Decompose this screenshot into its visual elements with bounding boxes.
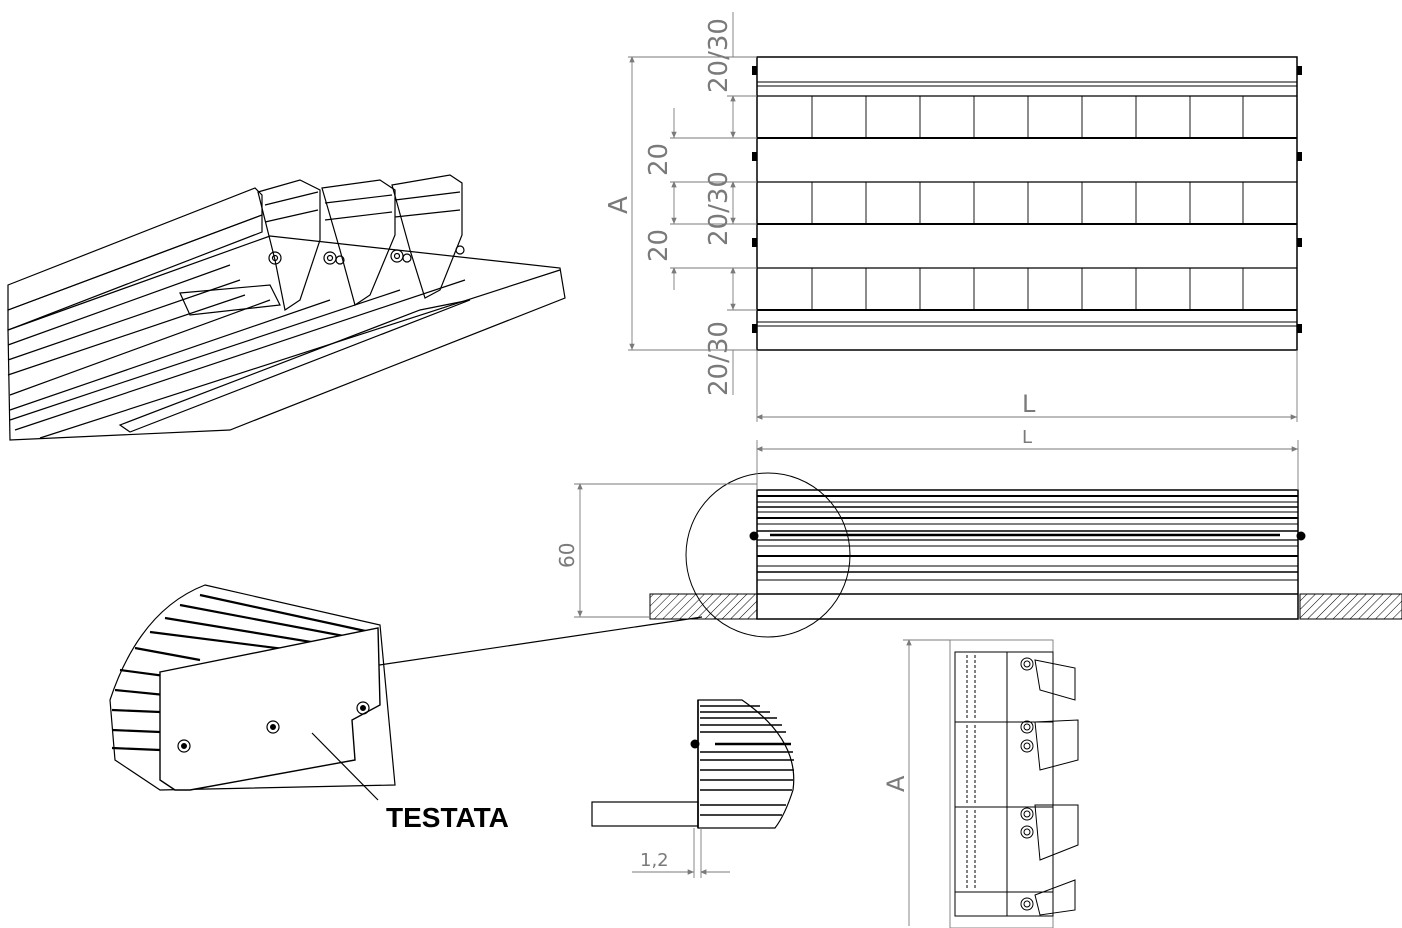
detail-dimension — [632, 828, 730, 878]
section-profile-3 — [954, 804, 1079, 893]
dim-thickness: 1,2 — [640, 850, 669, 871]
section-profile-4 — [954, 879, 1076, 917]
side-view — [311, 472, 1402, 676]
dim-bottom-pitch: 20/30 — [704, 321, 734, 396]
testata-detail — [109, 584, 396, 801]
section-profiles — [954, 651, 1079, 917]
side-dimensions — [574, 440, 1299, 618]
isometric-view — [7, 174, 566, 441]
front-dimensions — [628, 12, 1298, 422]
dim-section-height: A — [882, 775, 910, 792]
dim-mid-pitch: 20/30 — [704, 171, 734, 246]
dim-side-depth: 60 — [555, 543, 579, 568]
iso-profile-3 — [390, 174, 465, 299]
callout-testata: TESTATA — [386, 802, 509, 833]
section-profile-2 — [954, 719, 1079, 808]
side-screws — [752, 66, 1302, 333]
section-view — [949, 639, 1079, 928]
section-profile-1 — [954, 651, 1076, 723]
grid-row-1 — [811, 96, 1244, 138]
enlarged-detail — [591, 699, 795, 829]
grid-row-3 — [811, 268, 1244, 310]
section-dimension — [903, 639, 950, 926]
front-view — [752, 56, 1302, 351]
iso-profile-1 — [257, 179, 321, 311]
dim-side-length: L — [1022, 427, 1032, 448]
dim-front-length: L — [1022, 390, 1036, 418]
iso-profile-2 — [321, 179, 396, 306]
grid-row-2 — [811, 182, 1244, 224]
dim-slat-1: 20 — [644, 143, 674, 176]
detail-circle — [685, 472, 851, 638]
dim-front-height: A — [604, 196, 634, 214]
dim-slat-2: 20 — [644, 229, 674, 262]
dim-top-pitch: 20/30 — [704, 18, 734, 93]
